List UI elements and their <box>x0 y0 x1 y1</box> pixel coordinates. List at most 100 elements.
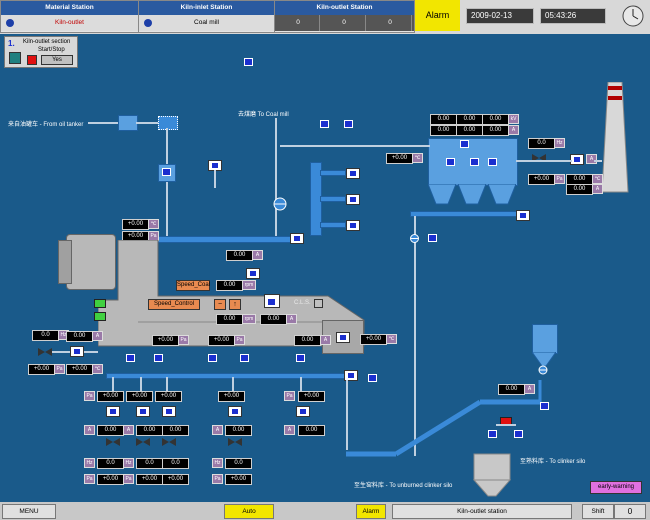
status-square <box>368 374 377 382</box>
air-branch <box>320 196 346 202</box>
status-square <box>296 354 305 362</box>
inlet-fan-current: 0.00 <box>66 331 93 342</box>
cooler-fan-motor-4[interactable] <box>228 406 242 417</box>
fan-pressure: +0.00 <box>528 174 555 185</box>
status-square <box>428 234 437 242</box>
unit-a: A <box>508 125 519 135</box>
air-duct <box>166 377 168 397</box>
material-station-panel[interactable]: Material Station Kiln-outlet <box>0 0 139 33</box>
fan1-pressure: +0.00 <box>97 391 124 402</box>
running-indicator <box>94 312 106 321</box>
yes-button[interactable]: Yes <box>41 55 73 65</box>
alarm-button[interactable]: Alarm <box>415 0 460 31</box>
fan4-speed: 0.0 <box>225 458 252 469</box>
rotary-valve-icon <box>410 234 419 243</box>
damper-valve[interactable] <box>532 154 546 162</box>
air-fan-motor-1[interactable] <box>346 168 360 179</box>
computer-icon <box>9 52 21 64</box>
fan2-damper[interactable] <box>136 438 150 446</box>
unit-c: ℃ <box>592 174 603 184</box>
kiln-outlet-station-panel[interactable]: Kiln-outlet Station 0 0 0 <box>274 0 415 33</box>
status-square <box>514 430 523 438</box>
station-indicator-icon <box>6 19 14 27</box>
unit-a: A <box>592 184 603 194</box>
auto-button[interactable]: Auto <box>224 504 274 519</box>
unit-c: ℃ <box>386 334 397 344</box>
status-square <box>446 158 455 166</box>
dust-conveyor-motor[interactable] <box>516 210 530 221</box>
unit-pa: Pa <box>54 364 65 374</box>
oil-pump[interactable] <box>118 115 138 131</box>
stack-flow: 0.00 <box>566 184 593 195</box>
chute-line <box>496 424 516 426</box>
fan1-outlet: +0.00 <box>97 474 124 485</box>
cooler-fan-motor-5[interactable] <box>296 406 310 417</box>
air-fan-motor-2[interactable] <box>346 194 360 205</box>
kiln-inlet-station-value: Coal mill <box>139 15 274 31</box>
oil-line <box>166 128 168 240</box>
stop-indicator[interactable] <box>27 55 37 65</box>
kiln-inlet-station-panel[interactable]: Kiln-inlet Station Coal mill <box>138 0 275 33</box>
unburned-clinker-silo <box>472 453 512 497</box>
fan4-current: 0.00 <box>225 425 252 436</box>
count-2: 0 <box>323 15 366 31</box>
fan5-current: 0.00 <box>298 425 325 436</box>
burner-fan-motor[interactable] <box>290 233 304 244</box>
unit-hz: Hz <box>554 138 565 148</box>
damper-icon[interactable] <box>272 196 288 212</box>
unit-rpm: rpm <box>242 314 256 324</box>
inlet-damper-valve[interactable] <box>38 348 52 356</box>
current-station-label: Kiln-outlet station <box>392 504 572 519</box>
cooler-fan-motor-1[interactable] <box>106 406 120 417</box>
exhaust-fan-motor[interactable] <box>570 154 584 165</box>
unit-a: A <box>320 335 331 345</box>
station-indicator-icon <box>144 19 152 27</box>
speed-increase-button[interactable]: ↑ <box>229 299 241 310</box>
kiln-hood <box>66 234 116 290</box>
cls-checkbox[interactable] <box>314 299 323 308</box>
unit-c: ℃ <box>92 364 103 374</box>
unit-a: A <box>252 250 263 260</box>
grate-speed: 0.00 <box>216 314 243 325</box>
early-warning-button[interactable]: early-warning <box>590 481 642 494</box>
status-square <box>244 58 253 66</box>
air-duct <box>112 377 114 397</box>
status-square <box>488 430 497 438</box>
speed-decrease-button[interactable]: − <box>214 299 226 310</box>
cooler-fan-motor-2[interactable] <box>136 406 150 417</box>
fan3-speed: 0.0 <box>162 458 189 469</box>
fan3-damper[interactable] <box>162 438 176 446</box>
unit-hz: Hz <box>123 458 134 468</box>
alarm-footer-button[interactable]: Alarm <box>356 504 386 519</box>
cooler-fan-motor-3[interactable] <box>162 406 176 417</box>
status-square <box>154 354 163 362</box>
count-3: 0 <box>369 15 412 31</box>
gas-line <box>516 160 572 162</box>
precip-reading-2: 0.00 <box>456 114 483 125</box>
kiln-outlet-section-panel: 1. Kiln-outlet section Start/Stop Yes <box>4 36 78 68</box>
status-square <box>267 298 276 306</box>
fan1-current: 0.00 <box>97 425 124 436</box>
clinker-conveyor <box>106 373 348 379</box>
conveyor-motor[interactable] <box>344 370 358 381</box>
fan4-pressure: +0.00 <box>218 391 245 402</box>
fan1-damper[interactable] <box>106 438 120 446</box>
air-branch <box>320 222 346 228</box>
chamber-pressure-1: +0.00 <box>152 335 179 346</box>
menu-button[interactable]: MENU <box>2 504 56 519</box>
air-fan-motor-3[interactable] <box>346 220 360 231</box>
air-branch <box>320 170 346 176</box>
speed-coal-button[interactable]: Speed_Coal <box>176 280 210 291</box>
fan4-outlet: +0.00 <box>225 474 252 485</box>
crusher-motor[interactable] <box>336 332 350 343</box>
to-clinker-silo-label: 至熟料库 - To clinker silo <box>520 459 586 465</box>
air-line <box>275 118 277 238</box>
unit-a: A <box>586 154 597 164</box>
speed-control-button[interactable]: Speed_Control <box>148 299 200 310</box>
fan2-pressure: +0.00 <box>126 391 153 402</box>
coal-feeder-motor[interactable] <box>246 268 260 279</box>
fan4-damper[interactable] <box>228 438 242 446</box>
unit-a: A <box>84 425 95 435</box>
inlet-fan-motor[interactable] <box>70 346 84 357</box>
inlet-fan-speed: 0.0 <box>32 330 59 341</box>
